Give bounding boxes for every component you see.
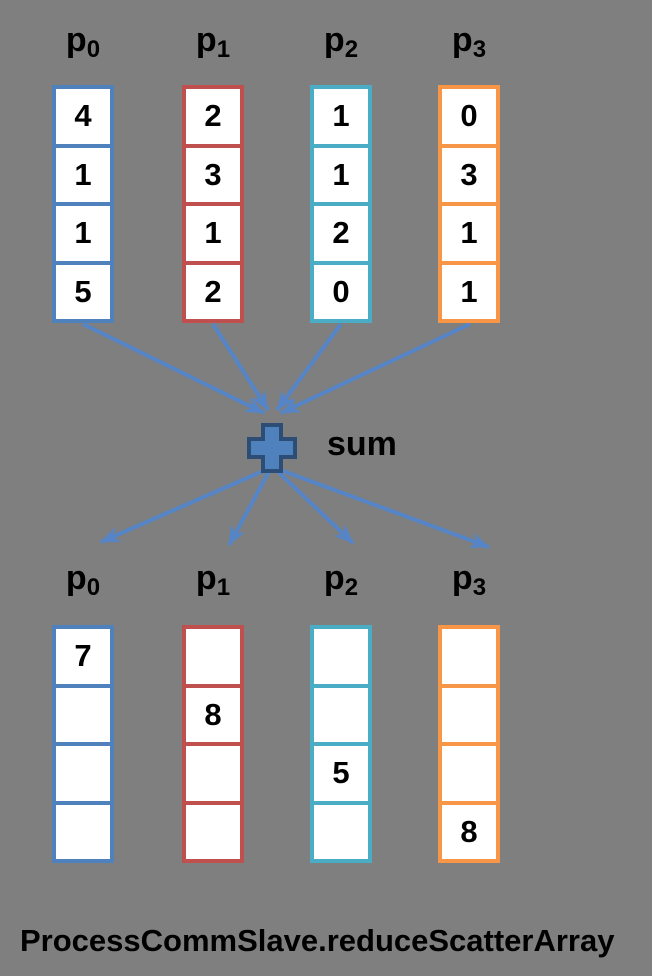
top-label-p3: p3 [429,20,509,63]
bottom-p3-cell-1 [442,683,496,742]
top-label-p2: p2 [301,20,381,63]
arrow-sum-to-p3 [274,466,490,549]
top-p2-cell-0: 1 [314,89,368,144]
top-p1-cell-3: 2 [186,260,240,319]
caption: ProcessCommSlave.reduceScatterArray [20,923,615,958]
bottom-label-p0-base: p [65,559,87,597]
bottom-p1-cell-3 [186,800,240,859]
bottom-p1-cell-0 [186,629,240,684]
top-label-p0: p0 [43,20,123,63]
top-p3-cell-1: 3 [442,143,496,202]
arrow-p0-to-sum [82,322,265,415]
bottom-label-p0: p0 [43,558,123,601]
bottom-p0-cell-1 [56,683,110,742]
top-label-p2-base: p [323,21,345,59]
top-p3-cell-3: 1 [442,260,496,319]
bottom-array-p2: 5 [310,625,372,863]
bottom-label-p3-sub: 3 [472,574,487,601]
arrow-sum-to-p1 [227,467,273,546]
bottom-label-p2-sub: 2 [344,574,359,601]
top-array-p1: 2 3 1 2 [182,85,244,323]
bottom-label-p2: p2 [301,558,381,601]
top-p0-cell-2: 1 [56,202,110,261]
top-array-p0: 4 1 1 5 [52,85,114,323]
top-label-p2-sub: 2 [344,36,359,63]
bottom-p2-cell-0 [314,629,368,684]
bottom-p1-cell-2 [186,742,240,801]
arrow-p1-to-sum [211,322,270,412]
bottom-p2-cell-3 [314,800,368,859]
top-p0-cell-1: 1 [56,143,110,202]
top-p3-cell-2: 1 [442,202,496,261]
bottom-label-p1: p1 [173,558,253,601]
bottom-label-p1-base: p [195,559,217,597]
plus-icon [247,423,297,473]
top-label-p0-base: p [65,21,87,59]
bottom-p0-cell-3 [56,800,110,859]
top-label-p1-base: p [195,21,217,59]
arrow-sum-to-p0 [100,466,271,544]
top-label-p1-sub: 1 [216,36,231,63]
bottom-array-p1: 8 [182,625,244,863]
top-p1-cell-0: 2 [186,89,240,144]
arrow-p2-to-sum [275,322,343,412]
top-p0-cell-3: 5 [56,260,110,319]
bottom-label-p2-base: p [323,559,345,597]
top-p2-cell-1: 1 [314,143,368,202]
bottom-p2-cell-1 [314,683,368,742]
top-array-p2: 1 1 2 0 [310,85,372,323]
top-p1-cell-1: 3 [186,143,240,202]
top-p2-cell-2: 2 [314,202,368,261]
bottom-array-p0: 7 [52,625,114,863]
bottom-label-p0-sub: 0 [86,574,101,601]
top-p3-cell-0: 0 [442,89,496,144]
bottom-p2-cell-2: 5 [314,742,368,801]
bottom-p1-cell-1: 8 [186,683,240,742]
top-label-p0-sub: 0 [86,36,101,63]
bottom-p0-cell-2 [56,742,110,801]
arrow-p3-to-sum [280,322,471,415]
top-label-p3-base: p [451,21,473,59]
bottom-label-p3-base: p [451,559,473,597]
bottom-p3-cell-2 [442,742,496,801]
bottom-label-p1-sub: 1 [216,574,231,601]
bottom-array-p3: 8 [438,625,500,863]
bottom-p3-cell-3: 8 [442,800,496,859]
top-label-p3-sub: 3 [472,36,487,63]
top-p1-cell-2: 1 [186,202,240,261]
top-p0-cell-0: 4 [56,89,110,144]
bottom-p0-cell-0: 7 [56,629,110,684]
top-label-p1: p1 [173,20,253,63]
top-p2-cell-3: 0 [314,260,368,319]
bottom-label-p3: p3 [429,558,509,601]
top-array-p3: 0 3 1 1 [438,85,500,323]
sum-label: sum [327,425,397,463]
arrow-sum-to-p2 [272,466,355,545]
bottom-p3-cell-0 [442,629,496,684]
